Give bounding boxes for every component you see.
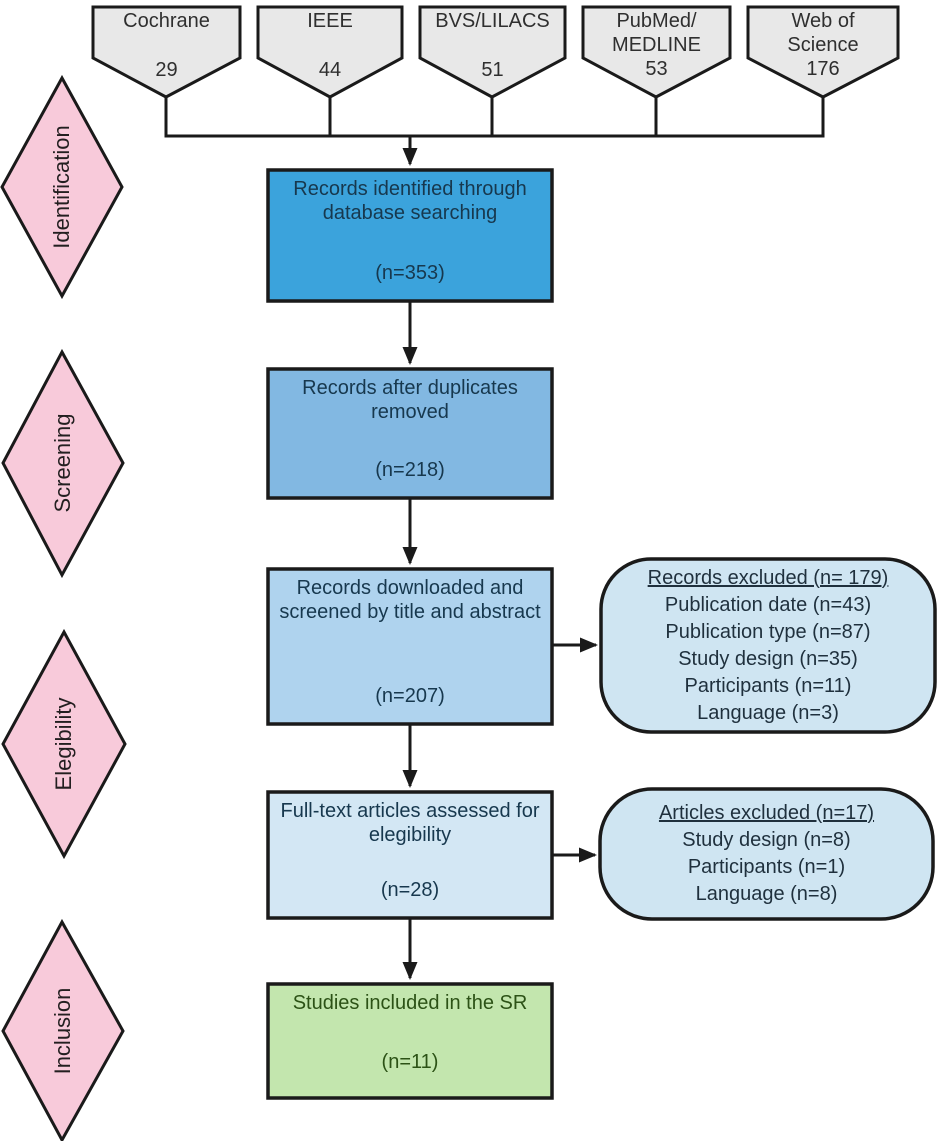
box-label: Records after duplicates removed [302,377,518,423]
box-label: Records downloaded and screened by title… [279,577,541,623]
phase-label-identification: Identification [49,125,74,249]
box-count: (n=207) [375,685,445,707]
exclusion-item: Participants (n=1) [687,856,846,878]
source-funnel-ieee [256,5,404,99]
phase-label-screening: Screening [50,413,75,513]
source-label-cochrane: Cochrane [123,10,210,32]
box-text-duplicates-removed: Records after duplicates removed (n=218) [268,369,552,498]
box-label: Studies included in the SR [292,992,528,1014]
source-funnel-pubmed-medline [581,5,732,99]
source-funnel-web-of-science [746,5,900,99]
box-studies-included [266,982,554,1100]
box-fulltext-assessed [266,790,554,920]
box-label: Full-text articles assessed for elegibil… [280,800,540,846]
articles-excluded-text: Articles excluded (n=17) Study design (n… [600,789,933,919]
box-count: (n=28) [380,879,440,901]
source-count-web-of-science: 176 [806,58,840,80]
box-count: (n=218) [375,459,445,481]
source-label-pubmed-medline: PubMed/ MEDLINE [612,10,701,56]
phase-diamond-identification [0,74,124,300]
phase-diamond-inclusion [1,918,125,1141]
source-funnel-bvs-lilacs [418,5,567,99]
phase-diamond-screening [1,348,125,579]
box-articles-excluded [598,787,935,921]
exclusion-item: Publication type (n=87) [665,620,871,643]
exclusion-item: Study design (n=8) [682,829,851,851]
exclusion-item: Study design (n=35) [678,647,858,670]
articles-excluded-title: Articles excluded (n=17) [658,802,875,824]
box-title-abstract-screened [266,567,554,726]
records-excluded-text: Records excluded (n= 179) Publication da… [601,559,935,732]
source-count-cochrane: 29 [155,59,178,81]
box-count: (n=11) [381,1051,439,1073]
phase-label-elegibility: Elegibility [51,697,76,791]
box-count: (n=353) [375,262,445,284]
exclusion-item: Language (n=8) [695,883,838,905]
box-text-fulltext-assessed: Full-text articles assessed for elegibil… [268,792,552,918]
records-excluded-title: Records excluded (n= 179) [647,566,889,589]
box-duplicates-removed [266,367,554,500]
box-records-identified [266,168,554,303]
exclusion-item: Participants (n=11) [684,674,852,697]
phase-label-inclusion: Inclusion [50,987,75,1075]
box-records-excluded [599,557,937,734]
box-label: Records identified through database sear… [293,178,527,224]
exclusion-item: Language (n=3) [697,701,839,724]
source-count-ieee: 44 [318,59,342,81]
source-count-bvs-lilacs: 51 [481,59,504,81]
exclusion-item: Publication date (n=43) [664,593,872,616]
source-label-bvs-lilacs: BVS/LILACS [435,10,550,32]
box-text-title-abstract-screened: Records downloaded and screened by title… [268,569,552,724]
box-text-studies-included: Studies included in the SR (n=11) [268,984,552,1098]
source-label-ieee: IEEE [307,10,353,32]
box-text-records-identified: Records identified through database sear… [268,170,552,301]
source-funnel-cochrane [91,5,242,99]
phase-diamond-elegibility [1,628,127,860]
source-label-web-of-science: Web of Science [787,10,859,56]
source-count-pubmed-medline: 53 [645,58,668,80]
